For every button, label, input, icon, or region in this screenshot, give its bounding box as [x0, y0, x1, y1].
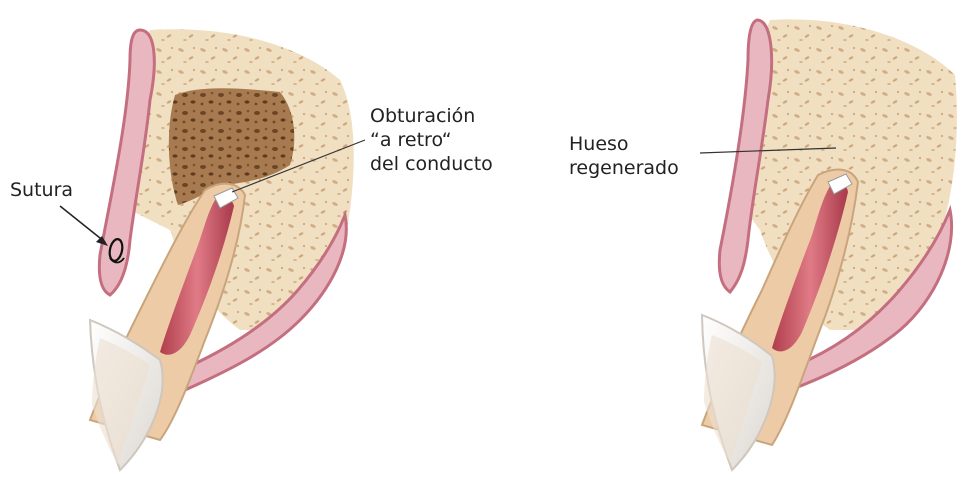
label-hueso-regenerado: Hueso regenerado	[569, 132, 679, 180]
label-sutura: Sutura	[10, 178, 73, 202]
label-hueso-line-1: Hueso	[569, 132, 679, 156]
sutura-pointer-line	[60, 206, 105, 242]
label-obturacion-line-2: “a retro“	[370, 128, 493, 152]
label-hueso-line-2: regenerado	[569, 156, 679, 180]
left-panel-surgery	[60, 29, 365, 470]
label-obturacion-a-retro: Obturación “a retro“ del conducto	[370, 104, 493, 176]
right-panel-healed	[700, 19, 957, 470]
label-obturacion-line-1: Obturación	[370, 104, 493, 128]
label-obturacion-line-3: del conducto	[370, 152, 493, 176]
